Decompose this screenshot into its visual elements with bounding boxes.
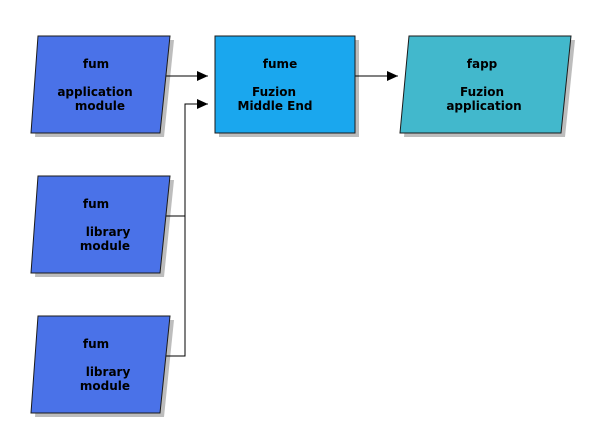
fum-app-line2: module	[75, 99, 125, 113]
fum-app-title: fum	[83, 57, 109, 71]
fum-lib1-line1: library	[86, 225, 131, 239]
fum-lib1-shape	[30, 175, 171, 274]
fapp-line1: Fuzion	[460, 85, 504, 99]
fapp-line2: application	[446, 99, 521, 113]
fume-shape	[214, 35, 356, 134]
fum-lib2-line2: module	[80, 379, 130, 393]
fum-lib2-title: fum	[83, 337, 109, 351]
node-fum-library-module-2: fum library module	[30, 315, 171, 414]
fum-app-shape	[30, 35, 171, 134]
fapp-title: fapp	[467, 57, 498, 71]
connectors	[160, 71, 398, 357]
node-fum-library-module-1: fum library module	[30, 175, 171, 274]
fume-line2: Middle End	[238, 99, 313, 113]
connector-fum-lib2	[160, 216, 186, 357]
fum-app-line1: application	[57, 85, 132, 99]
node-fum-application-module: fum application module	[30, 35, 171, 134]
fapp-shape	[399, 35, 572, 134]
fum-lib1-title: fum	[83, 197, 109, 211]
fum-lib2-line1: library	[86, 365, 131, 379]
fume-title: fume	[263, 57, 297, 71]
node-fume-middle-end: fume Fuzion Middle End	[214, 35, 356, 134]
arrow-libraries-to-fume	[160, 99, 208, 217]
fum-lib1-line2: module	[80, 239, 130, 253]
node-fapp-application: fapp Fuzion application	[399, 35, 572, 134]
fum-lib2-shape	[30, 315, 171, 414]
fume-line1: Fuzion	[252, 85, 296, 99]
